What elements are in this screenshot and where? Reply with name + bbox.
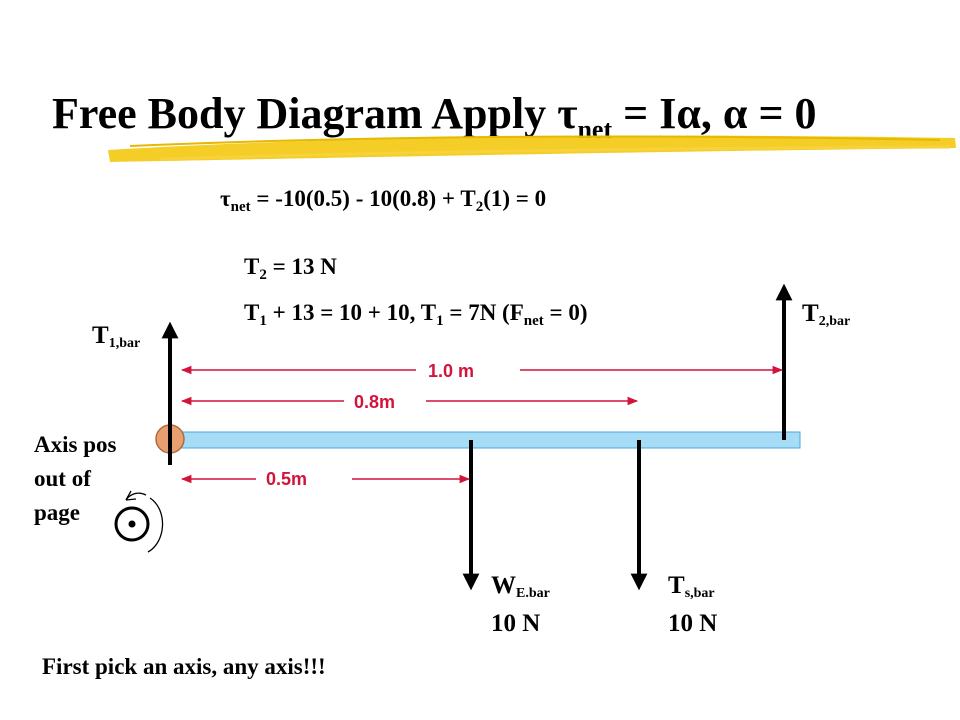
t1-bar-label: T1,bar: [92, 322, 141, 351]
tau-symbol: τ: [557, 89, 578, 138]
t-s-bar-label: Ts,bar: [668, 572, 715, 601]
axis-note: Axis pos out of page: [34, 432, 117, 525]
dimension-label-1m: 1.0 m: [428, 361, 475, 381]
w-e-bar-value: 10 N: [491, 610, 541, 637]
alpha-symbol: α: [722, 89, 748, 138]
rotation-arrow-icon: [125, 490, 164, 553]
alpha-symbol: α: [676, 89, 701, 138]
footer-note: First pick an axis, any axis!!!: [42, 654, 326, 679]
t1-equation: T1 + 13 = 10 + 10, T1 = 7N (Fnet = 0): [244, 300, 588, 329]
w-e-bar-label: WE.bar: [491, 572, 550, 601]
torque-equation: τnet = -10(0.5) - 10(0.8) + T2(1) = 0: [220, 186, 547, 215]
t-s-bar-value: 10 N: [668, 610, 718, 637]
page-title: Free Body Diagram Apply τnet = Iα, α = 0: [52, 89, 817, 144]
beam: [167, 431, 801, 449]
dimension-label-0-8m: 0.8m: [354, 392, 396, 412]
t2-bar-label: T2,bar: [802, 300, 851, 329]
t2-result: T2 = 13 N: [244, 254, 337, 283]
title-highlight-stroke: [108, 135, 956, 162]
out-of-page-icon: [114, 506, 150, 542]
dimension-label-0-5m: 0.5m: [266, 469, 308, 489]
